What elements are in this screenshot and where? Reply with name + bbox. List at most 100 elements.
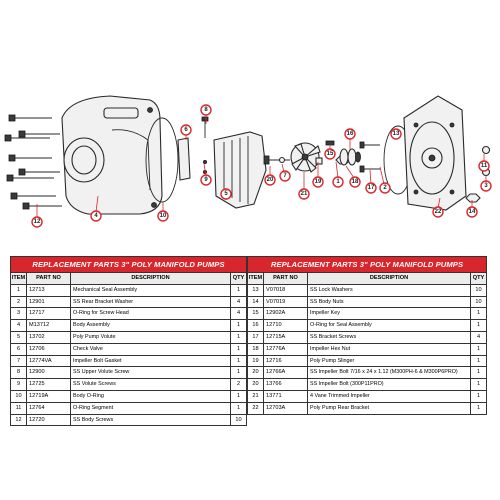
callout-19: 19 — [312, 176, 324, 188]
svg-text:19: 19 — [315, 179, 322, 185]
body-o-ring — [145, 117, 179, 203]
row-qty: 1 — [470, 390, 486, 402]
row-description: Poly Pump Slinger — [307, 355, 470, 367]
row-description: SS Impeller Bolt 7/16 x 24 x 1.12 (M300P… — [307, 367, 470, 379]
row-part-no: 12720 — [26, 414, 70, 426]
svg-text:15: 15 — [327, 151, 334, 157]
row-qty: 1 — [230, 367, 246, 379]
row-part-no: 12776A — [263, 343, 307, 355]
callout-18: 18 — [349, 176, 361, 188]
table-title: REPLACEMENT PARTS 3" POLY MANIFOLD PUMPS — [248, 257, 486, 272]
svg-text:20: 20 — [267, 177, 274, 183]
volute-screws — [201, 116, 209, 174]
row-part-no: 13766 — [263, 379, 307, 390]
row-description: Body Assembly — [70, 320, 230, 331]
row-description: Body O-Ring — [70, 390, 230, 402]
table-header: ITEM PART NO DESCRIPTION QTY — [11, 272, 246, 284]
row-item: 5 — [16, 333, 21, 340]
row-description: SS Body Screws — [70, 414, 230, 426]
row-qty: 1 — [230, 343, 246, 355]
callout-13: 13 — [390, 128, 402, 140]
header-description: DESCRIPTION — [307, 273, 470, 284]
row-qty: 10 — [470, 284, 486, 296]
exploded-pump-diagram: 4 8 9 6 5 10 12 20 7 21 19 15 1 16 18 17… — [4, 95, 492, 228]
row-qty: 1 — [230, 390, 246, 402]
table-title: REPLACEMENT PARTS 3" POLY MANIFOLD PUMPS — [11, 257, 246, 272]
row-description: SS Rear Bracket Washer — [70, 296, 230, 308]
row-qty: 4 — [230, 296, 246, 308]
row-part-no: V07018 — [263, 284, 307, 296]
callout-9: 9 — [200, 174, 212, 186]
row-qty: 1 — [470, 402, 486, 414]
row-part-no: 12713 — [26, 284, 70, 296]
header-qty: QTY — [470, 273, 486, 284]
callout-10: 10 — [157, 210, 169, 222]
row-part-no: 13771 — [263, 390, 307, 402]
svg-text:7: 7 — [283, 173, 287, 179]
callout-6: 6 — [180, 124, 192, 136]
callout-8: 8 — [200, 104, 212, 116]
row-description: SS Bracket Screws — [307, 331, 470, 343]
row-item: 9 — [16, 381, 21, 388]
svg-text:9: 9 — [204, 177, 208, 183]
row-part-no: 12703A — [263, 402, 307, 414]
header-item: ITEM — [248, 275, 263, 281]
row-item: 18 — [252, 345, 259, 352]
row-item: 1 — [16, 286, 21, 293]
row-item: 7 — [16, 357, 21, 364]
row-item: 20 — [252, 369, 259, 376]
row-qty: 1 — [470, 367, 486, 379]
callout-5: 5 — [220, 188, 232, 200]
parts-table-left: REPLACEMENT PARTS 3" POLY MANIFOLD PUMPS… — [10, 256, 247, 427]
header-item: ITEM — [11, 275, 26, 281]
rear-bracket — [403, 95, 467, 211]
callout-7: 7 — [279, 170, 291, 182]
callout-16: 16 — [344, 128, 356, 140]
row-part-no: 12725 — [26, 379, 70, 390]
svg-text:8: 8 — [204, 107, 208, 113]
svg-text:2: 2 — [383, 185, 387, 191]
svg-text:21: 21 — [301, 191, 308, 197]
svg-text:5: 5 — [224, 191, 228, 197]
row-item: 19 — [252, 357, 259, 364]
callout-22: 22 — [432, 206, 444, 218]
row-qty: 1 — [230, 355, 246, 367]
callout-20: 20 — [264, 174, 276, 186]
callout-21: 21 — [298, 188, 310, 200]
row-qty: 1 — [470, 308, 486, 320]
row-part-no: V07019 — [263, 296, 307, 308]
row-item: 16 — [252, 322, 259, 329]
row-description: Impeller Hex Nut — [307, 343, 470, 355]
callouts: 4 8 9 6 5 10 12 20 7 21 19 15 1 16 18 17… — [31, 104, 492, 228]
svg-text:11: 11 — [481, 163, 488, 169]
row-qty: 1 — [230, 284, 246, 296]
row-item: 6 — [16, 345, 21, 352]
row-description: Poly Pump Rear Bracket — [307, 402, 470, 414]
row-description: SS Impeller Bolt (300P11PRO) — [307, 379, 470, 390]
svg-text:3: 3 — [484, 183, 488, 189]
row-item: 14 — [252, 298, 259, 305]
row-item: 2 — [16, 298, 21, 305]
row-part-no: 12717 — [26, 308, 70, 320]
callout-3: 3 — [480, 180, 492, 192]
callout-14: 14 — [466, 206, 478, 218]
row-description: SS Upper Volute Screw — [70, 367, 230, 379]
row-description: O-Ring Segment — [70, 402, 230, 414]
row-part-no: 12719A — [26, 390, 70, 402]
row-item: 4 — [16, 322, 21, 329]
row-qty: 2 — [230, 379, 246, 390]
row-description: 4 Vane Trimmed Impeller — [307, 390, 470, 402]
